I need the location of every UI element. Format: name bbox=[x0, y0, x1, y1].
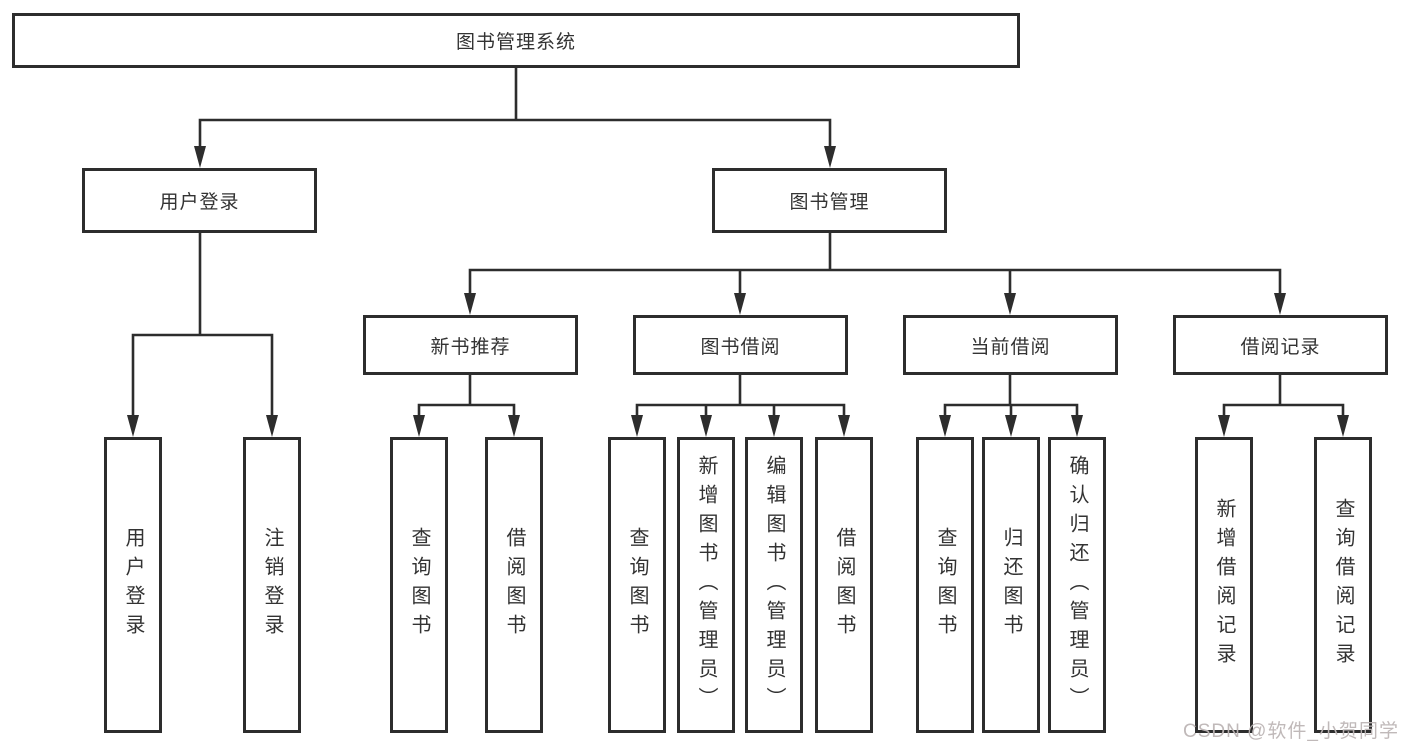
leaf-borrow-books-1: 借阅图书 bbox=[485, 437, 543, 733]
leaf-user-login: 用户登录 bbox=[104, 437, 162, 733]
node-current-borrowing: 当前借阅 bbox=[903, 315, 1118, 375]
leaf-query-books-3: 查询图书 bbox=[916, 437, 974, 733]
leaf-edit-books-admin: 编辑图书（管理员） bbox=[745, 437, 803, 733]
node-borrowing-records: 借阅记录 bbox=[1173, 315, 1388, 375]
edge-borrowrecords-to-leaves bbox=[1222, 375, 1345, 417]
edge-newbookrec-to-leaves bbox=[417, 375, 516, 417]
leaf-query-borrow-record: 查询借阅记录 bbox=[1314, 437, 1372, 733]
edge-root-to-l2 bbox=[198, 68, 832, 148]
node-library-management-system: 图书管理系统 bbox=[12, 13, 1020, 68]
leaf-add-books-admin: 新增图书（管理员） bbox=[677, 437, 735, 733]
node-book-borrowing: 图书借阅 bbox=[633, 315, 848, 375]
leaf-add-borrow-record: 新增借阅记录 bbox=[1195, 437, 1253, 733]
leaf-return-books: 归还图书 bbox=[982, 437, 1040, 733]
edge-currentborrow-to-leaves bbox=[943, 375, 1079, 417]
leaf-confirm-return-admin: 确认归还（管理员） bbox=[1048, 437, 1106, 733]
leaf-query-books-2: 查询图书 bbox=[608, 437, 666, 733]
leaf-logout: 注销登录 bbox=[243, 437, 301, 733]
leaf-query-books-1: 查询图书 bbox=[390, 437, 448, 733]
node-book-management: 图书管理 bbox=[712, 168, 947, 233]
leaf-borrow-books-2: 借阅图书 bbox=[815, 437, 873, 733]
edge-userlogin-to-leaves bbox=[131, 233, 274, 417]
node-new-book-recommend: 新书推荐 bbox=[363, 315, 578, 375]
node-user-login: 用户登录 bbox=[82, 168, 317, 233]
edge-bookmgmt-to-l3 bbox=[468, 233, 1282, 295]
arrowheads bbox=[127, 146, 1349, 437]
csdn-watermark: CSDN @软件_小贺同学 bbox=[1183, 721, 1399, 742]
edge-bookborrow-to-leaves bbox=[635, 375, 846, 417]
